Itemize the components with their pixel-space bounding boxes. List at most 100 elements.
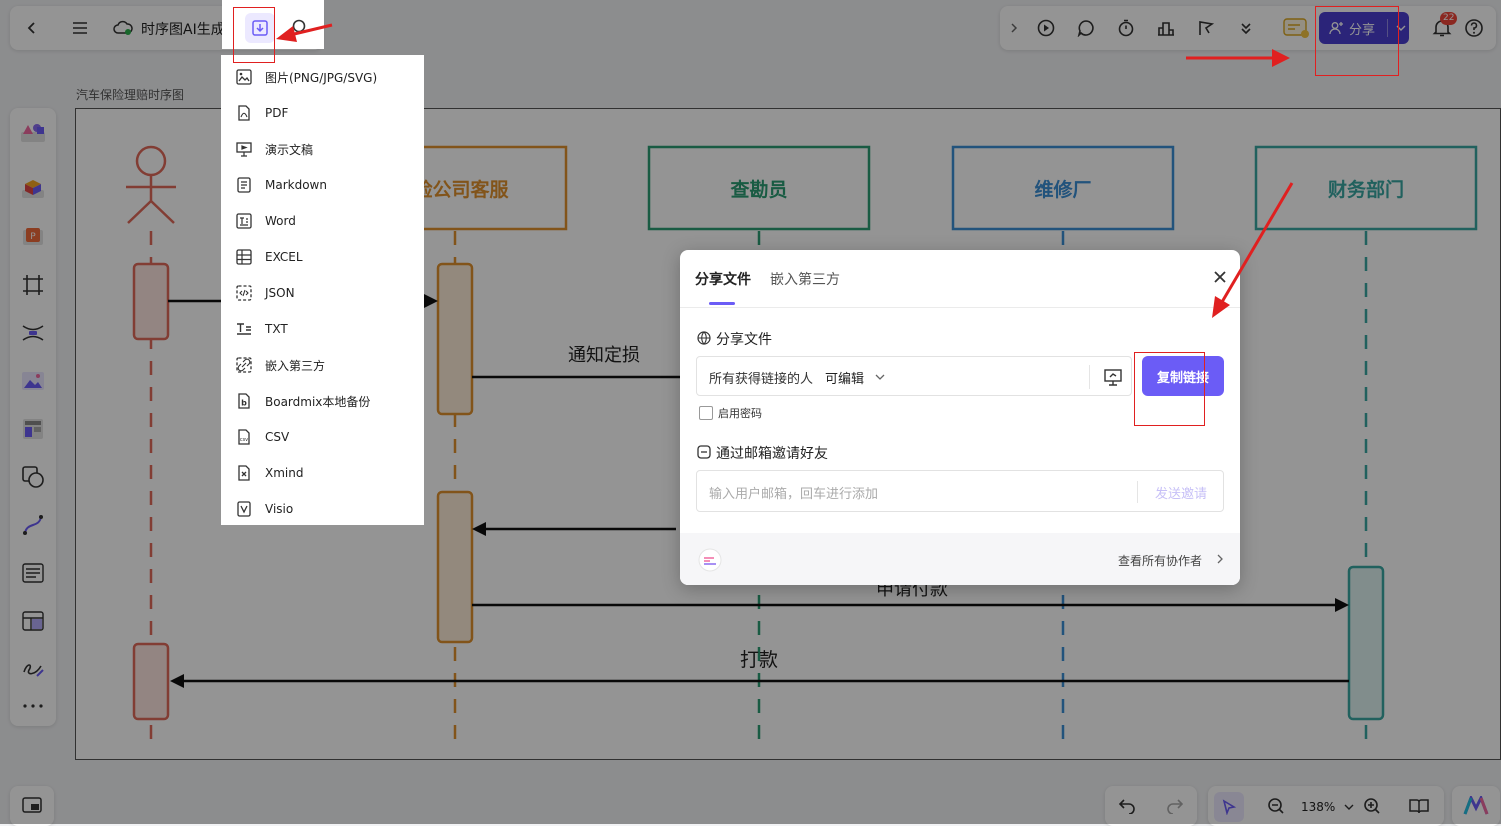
export-menu: 图片(PNG/JPG/SVG) PDF 演示文稿 Markdown Word E… [221, 55, 424, 525]
activation-service-2 [436, 490, 474, 644]
mindmap-tool[interactable] [10, 310, 56, 356]
actor-label-surveyor: 查勘员 [730, 179, 788, 201]
actor-box-finance [1254, 145, 1478, 231]
ppt-tool[interactable]: P [10, 214, 56, 260]
excel-icon [235, 248, 253, 266]
layout-icon [22, 611, 44, 631]
comment-icon [1077, 20, 1094, 37]
zoom-bar: 138% [1208, 786, 1444, 826]
actor-label-service: 险公司客服 [413, 179, 509, 201]
export-backup[interactable]: b Boardmix本地备份 [235, 383, 370, 419]
tab-share-file[interactable]: 分享文件 [695, 272, 751, 288]
follow-button[interactable] [1186, 6, 1226, 50]
collapse-toolbar-button[interactable] [1000, 6, 1028, 50]
pen-tool[interactable] [10, 646, 56, 692]
download-icon [252, 20, 268, 36]
text-tool[interactable] [10, 550, 56, 596]
backup-icon: b [235, 392, 253, 410]
share-button[interactable]: 分享 [1319, 12, 1409, 44]
close-icon [1214, 271, 1226, 283]
undo-button[interactable] [1115, 796, 1139, 816]
frame-tool[interactable] [10, 262, 56, 308]
zoom-out-icon [1268, 798, 1284, 814]
json-icon [235, 284, 253, 302]
help-button[interactable] [1464, 18, 1484, 38]
image-tool[interactable] [10, 358, 56, 404]
curve-line-icon [23, 515, 43, 535]
invite-section-title: 通过邮箱邀请好友 [716, 446, 828, 462]
zoom-out-button[interactable] [1264, 796, 1288, 816]
message-pay: 打款 [740, 649, 779, 671]
email-divider [1137, 481, 1138, 503]
cloud-saved-icon [113, 20, 133, 36]
export-word[interactable]: Word [235, 203, 296, 239]
export-json[interactable]: JSON [235, 275, 295, 311]
export-pdf[interactable]: PDF [235, 95, 288, 131]
top-right-toolbar: 分享 22 [1000, 6, 1496, 50]
layout-tool[interactable] [10, 598, 56, 644]
minimap-button[interactable] [10, 786, 54, 826]
ai-tool[interactable] [10, 166, 56, 212]
view-collaborators-link[interactable]: 查看所有协作者 [1118, 554, 1203, 568]
email-input[interactable]: 输入用户邮箱，回车进行添加 发送邀请 [696, 470, 1224, 512]
select-mode-button[interactable] [1214, 792, 1244, 822]
redo-button[interactable] [1163, 796, 1187, 816]
send-invite-button[interactable]: 发送邀请 [1155, 487, 1208, 502]
chevron-right-icon [1011, 23, 1018, 33]
actor-label-finance: 财务部门 [1327, 179, 1404, 201]
notification-badge: 22 [1440, 12, 1458, 25]
present-share-icon[interactable] [1103, 367, 1123, 387]
dialog-footer: 查看所有协作者 [680, 533, 1240, 585]
export-visio[interactable]: Visio [235, 491, 293, 527]
more-tools-button[interactable] [1226, 6, 1266, 50]
timer-button[interactable] [1106, 6, 1146, 50]
share-dialog: 分享文件 嵌入第三方 分享文件 所有获得链接的人 可编辑 复制链接 启用密码 通… [680, 250, 1240, 585]
collaborator-avatar-icon[interactable] [698, 548, 722, 572]
close-button[interactable] [1210, 267, 1230, 287]
export-excel[interactable]: EXCEL [235, 239, 303, 275]
podium-icon [1158, 22, 1174, 36]
back-button[interactable] [12, 6, 52, 50]
undo-redo-bar [1105, 786, 1197, 826]
markdown-icon [235, 176, 253, 194]
vote-button[interactable] [1146, 6, 1186, 50]
templates-icon [21, 124, 45, 142]
svg-text:b: b [241, 399, 247, 408]
export-button[interactable] [245, 13, 275, 43]
zoom-level[interactable]: 138% [1301, 800, 1336, 814]
notification-button[interactable]: 22 [1432, 12, 1458, 38]
more-tools-left[interactable] [10, 688, 56, 724]
boardmix-logo-icon [1463, 796, 1489, 815]
book-icon [1409, 799, 1429, 814]
enable-password-checkbox[interactable] [699, 406, 713, 420]
export-embed[interactable]: 嵌入第三方 [235, 347, 325, 383]
main-menu-button[interactable] [60, 6, 100, 50]
frame-title[interactable]: 汽车保险理赔时序图 [76, 88, 185, 102]
frame-icon [23, 275, 43, 295]
book-mode-button[interactable] [1406, 796, 1432, 816]
document-title[interactable]: 时序图AI生成 [141, 22, 225, 38]
export-csv[interactable]: csv CSV [235, 419, 289, 455]
comment-button[interactable] [1066, 6, 1106, 50]
permission-select[interactable]: 所有获得链接的人 可编辑 [696, 356, 1132, 396]
tab-embed-third-party[interactable]: 嵌入第三方 [770, 272, 840, 288]
zoom-chevron-down-icon[interactable] [1344, 803, 1354, 811]
export-xmind[interactable]: Xmind [235, 455, 303, 491]
export-image[interactable]: 图片(PNG/JPG/SVG) [235, 59, 377, 95]
present-button[interactable] [1026, 6, 1066, 50]
activation-customer-2 [132, 642, 170, 721]
export-presentation[interactable]: 演示文稿 [235, 131, 313, 167]
membership-icon[interactable] [1282, 17, 1310, 39]
app-logo[interactable] [1452, 786, 1500, 826]
customer-actor[interactable] [126, 145, 176, 224]
list-text-icon [22, 563, 44, 583]
table-tool[interactable] [10, 406, 56, 452]
tab-active-indicator [709, 302, 735, 305]
copy-link-button[interactable]: 复制链接 [1142, 356, 1224, 396]
export-markdown[interactable]: Markdown [235, 167, 327, 203]
connector-tool[interactable] [10, 502, 56, 548]
template-tool[interactable] [10, 110, 56, 156]
zoom-in-button[interactable] [1360, 796, 1384, 816]
export-txt[interactable]: TXT [235, 311, 288, 347]
shape-tool[interactable] [10, 454, 56, 500]
